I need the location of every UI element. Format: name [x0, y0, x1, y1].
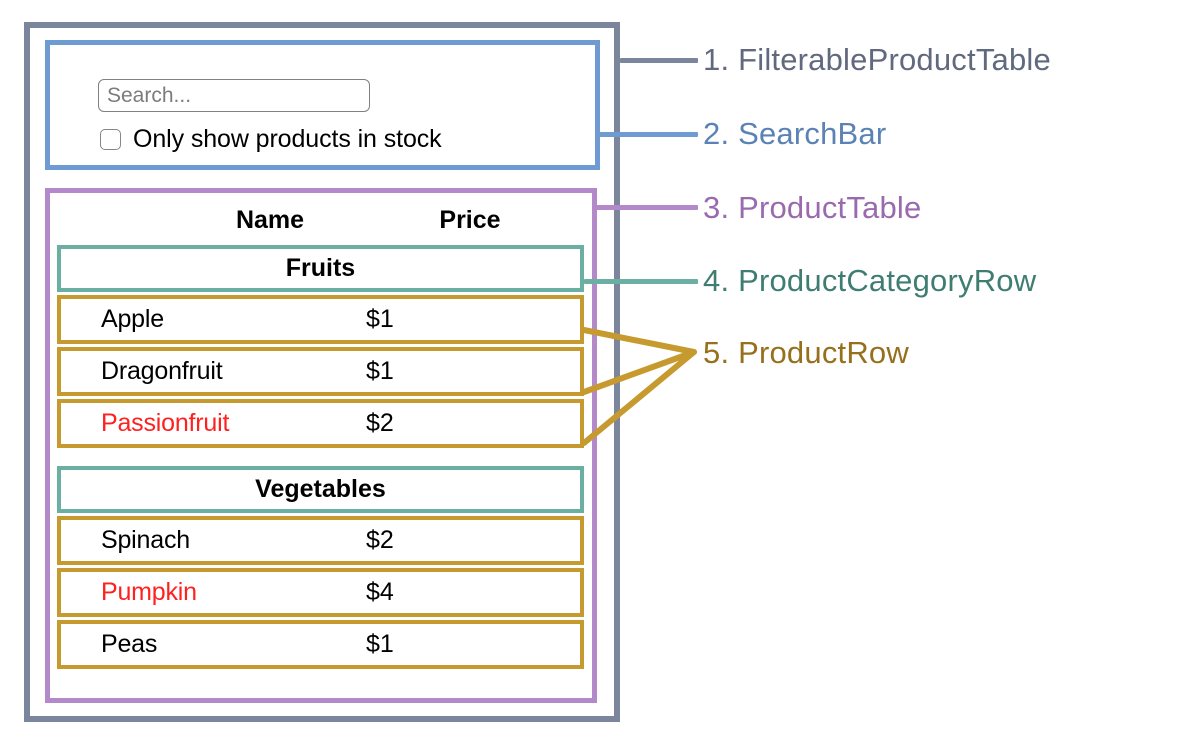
- legend-label-1: FilterableProductTable: [738, 42, 1051, 77]
- column-header-price: Price: [439, 205, 501, 234]
- legend-label-4: ProductCategoryRow: [738, 263, 1037, 298]
- legend-item-product-category-row: 4. ProductCategoryRow: [703, 263, 1036, 299]
- product-price: $4: [366, 578, 394, 606]
- product-price: $1: [366, 305, 394, 333]
- column-header-name: Name: [235, 205, 305, 234]
- product-name: Dragonfruit: [101, 357, 223, 385]
- connector-line-1: [620, 58, 698, 63]
- product-category-label: Vegetables: [255, 475, 386, 503]
- legend-item-product-row: 5. ProductRow: [703, 335, 909, 371]
- legend-item-filterable-product-table: 1. FilterableProductTable: [703, 42, 1051, 78]
- product-category-label: Fruits: [285, 254, 356, 282]
- product-table-header-row: Name Price: [50, 199, 592, 241]
- product-category-row: Fruits: [57, 245, 584, 292]
- product-category-row: Vegetables: [57, 466, 584, 513]
- product-row: Peas $1: [57, 620, 584, 669]
- legend-item-product-table: 3. ProductTable: [703, 190, 921, 226]
- search-bar-container: Only show products in stock: [45, 40, 600, 170]
- product-price: $2: [366, 526, 394, 554]
- in-stock-checkbox-label: Only show products in stock: [133, 125, 442, 153]
- product-row: Spinach $2: [57, 516, 584, 565]
- product-name: Passionfruit: [101, 409, 230, 437]
- connector-line-2: [598, 132, 698, 137]
- in-stock-checkbox-row[interactable]: Only show products in stock: [100, 125, 442, 154]
- product-name: Pumpkin: [101, 578, 197, 606]
- product-table-container: Name Price Fruits Apple $1 Dragonfruit $…: [45, 188, 597, 703]
- product-row: Apple $1: [57, 295, 584, 344]
- product-row: Dragonfruit $1: [57, 347, 584, 396]
- search-input[interactable]: [98, 79, 370, 112]
- product-name: Spinach: [101, 526, 190, 554]
- legend-label-3: ProductTable: [738, 190, 922, 225]
- legend-number-2: 2.: [703, 116, 730, 151]
- legend-label-5: ProductRow: [738, 335, 909, 370]
- legend-number-1: 1.: [703, 42, 730, 77]
- legend-label-2: SearchBar: [738, 116, 887, 151]
- product-price: $2: [366, 409, 394, 437]
- product-row: Pumpkin $4: [57, 568, 584, 617]
- connector-line-4: [584, 279, 698, 284]
- connector-line-3: [594, 205, 698, 210]
- legend-item-search-bar: 2. SearchBar: [703, 116, 886, 152]
- product-row: Passionfruit $2: [57, 399, 584, 448]
- checkbox-icon[interactable]: [100, 129, 121, 150]
- legend-number-5: 5.: [703, 335, 730, 370]
- legend-number-4: 4.: [703, 263, 730, 298]
- legend-number-3: 3.: [703, 190, 730, 225]
- product-name: Peas: [101, 630, 158, 658]
- product-name: Apple: [101, 305, 164, 333]
- product-table-body: Fruits Apple $1 Dragonfruit $1 Passionfr…: [57, 245, 584, 672]
- product-price: $1: [366, 630, 394, 658]
- product-price: $1: [366, 357, 394, 385]
